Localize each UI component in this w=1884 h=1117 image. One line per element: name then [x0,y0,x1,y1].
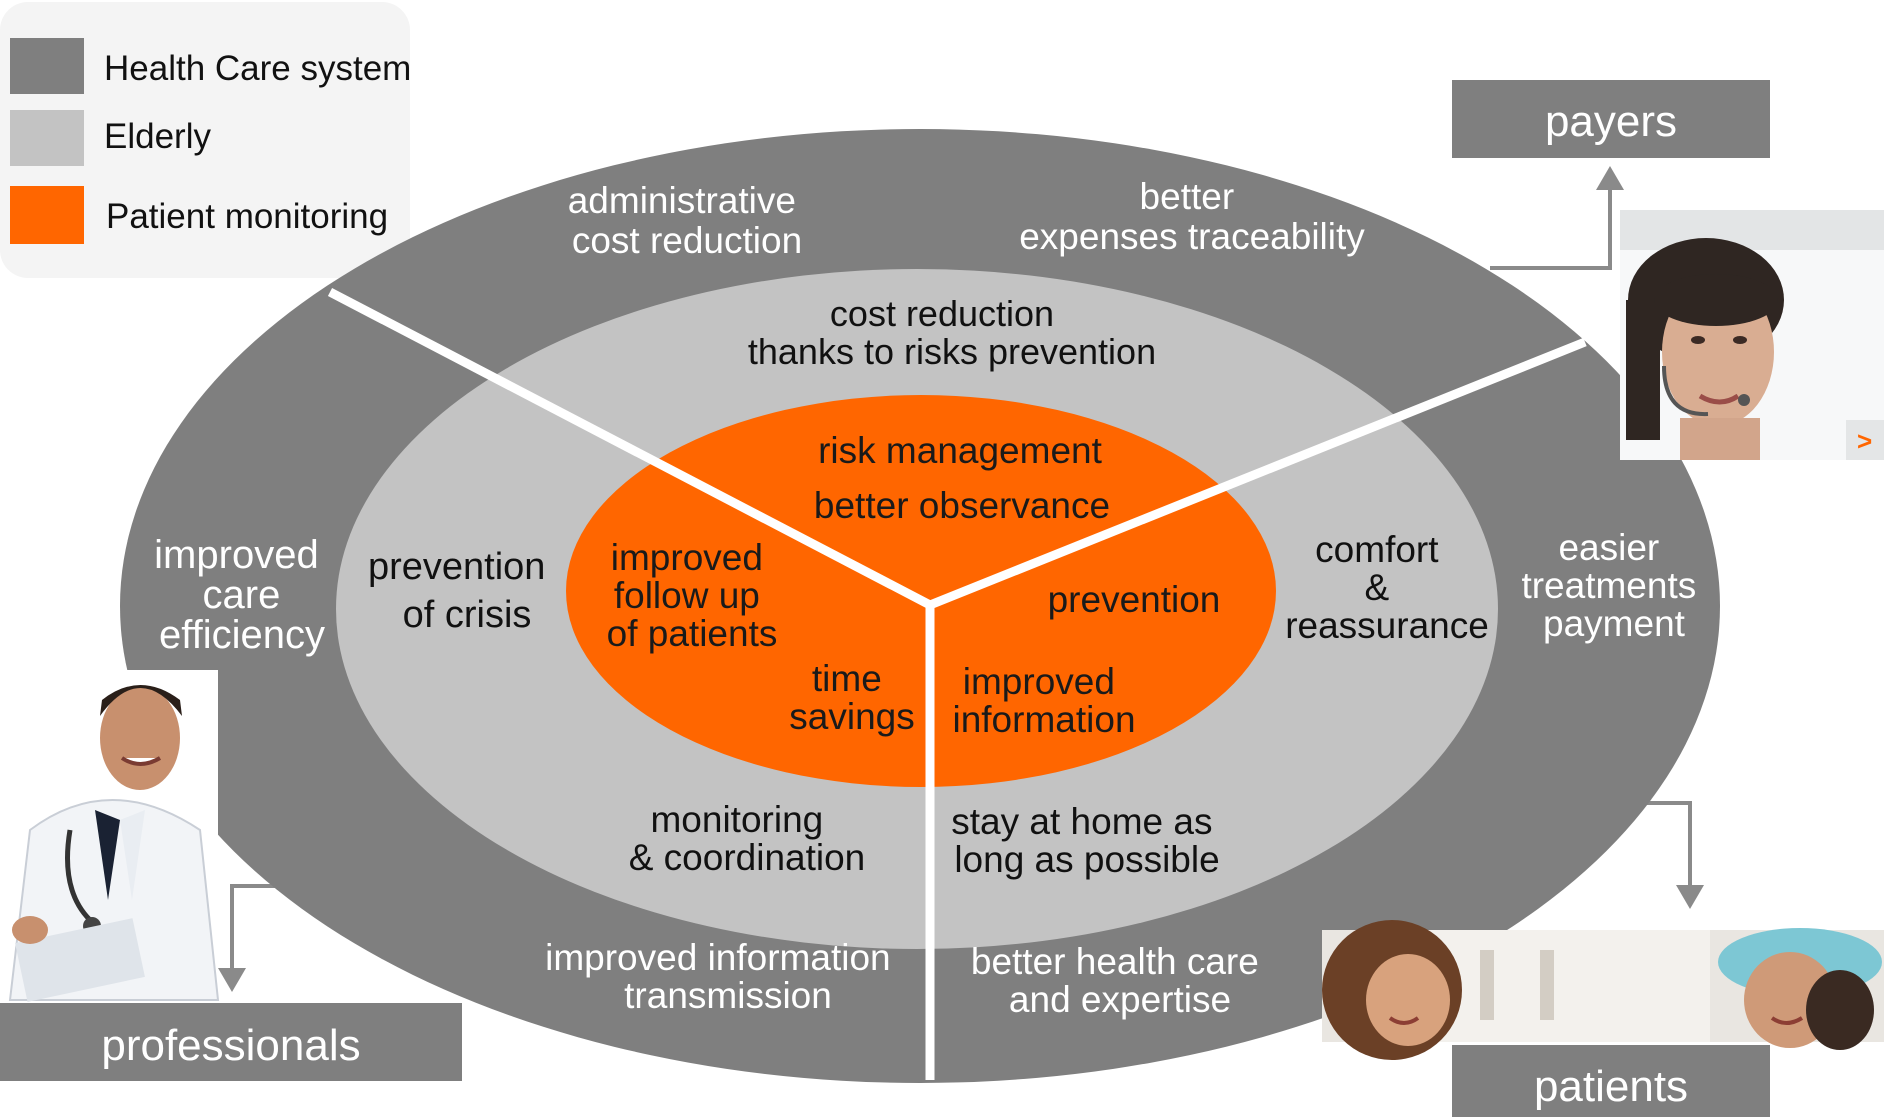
next-chevron-icon: > [1857,426,1872,456]
arrow-down-patients-icon [1676,885,1704,909]
care-efficiency-text: improved care efficiency [154,533,330,657]
legend-swatch-patient-monitoring [10,186,84,244]
legend-label-patient-monitoring: Patient monitoring [106,197,388,236]
professionals-box [0,1003,462,1081]
expenses-traceability-text: better expenses traceability [1019,176,1365,257]
operator-photo: > [1620,210,1884,460]
arrow-down-professionals-icon [218,968,246,992]
middle-ring-labels: cost reduction thanks to risks preventio… [368,293,1489,880]
outer-ring-labels: administrative cost reduction better exp… [154,176,1706,1020]
connector-payers [1490,180,1612,270]
patients-box [1452,1045,1770,1117]
monitoring-coordination-text: monitoring & coordination [629,799,866,878]
comfort-reassurance-text: comfort & reassurance [1285,529,1489,646]
inner-core-patient-monitoring [566,395,1276,787]
improved-information-text: improved information [952,661,1135,740]
connector-patients [1640,801,1692,895]
operator-next-button[interactable] [1846,420,1884,460]
stay-home-text: stay at home as long as possible [951,801,1222,880]
patients-photo [1322,920,1884,1060]
divider-left [327,288,933,609]
legend-label-elderly: Elderly [104,117,211,156]
legend-swatch-elderly [10,110,84,166]
prevention-crisis-text: prevention of crisis [368,546,556,636]
patients-label: patients [1534,1062,1688,1111]
prevention-text: prevention [1048,579,1221,620]
admin-cost-reduction-text: administrative cost reduction [568,180,807,261]
arrow-up-payers-icon [1596,166,1624,190]
sector-dividers [327,288,1587,1080]
legend-panel [0,2,410,278]
doctor-photo [0,670,220,1002]
connector-professionals [230,884,290,975]
professionals-label: professionals [101,1021,360,1070]
time-savings-text: time savings [789,658,914,737]
better-observance-text: better observance [814,485,1110,526]
legend: Health Care system Elderly Patient monit… [0,2,411,278]
payers-box [1452,80,1770,158]
risk-management-text: risk management [818,430,1103,471]
treatments-payment-text: easier treatments payment [1521,527,1706,644]
payers-label: payers [1545,97,1677,146]
info-transmission-text: improved information transmission [545,937,901,1016]
arrowheads [218,166,1704,992]
health-care-expertise-text: better health care and expertise [971,941,1269,1020]
cost-reduction-risks-text: cost reduction thanks to risks preventio… [748,293,1156,372]
divider-right [928,337,1587,610]
improved-follow-up-text: improved follow up of patients [607,537,778,654]
legend-label-health-care: Health Care system [104,49,411,88]
inner-core-labels: risk management better observance improv… [607,430,1221,740]
connectors [230,180,1692,975]
legend-swatch-health-care [10,38,84,94]
